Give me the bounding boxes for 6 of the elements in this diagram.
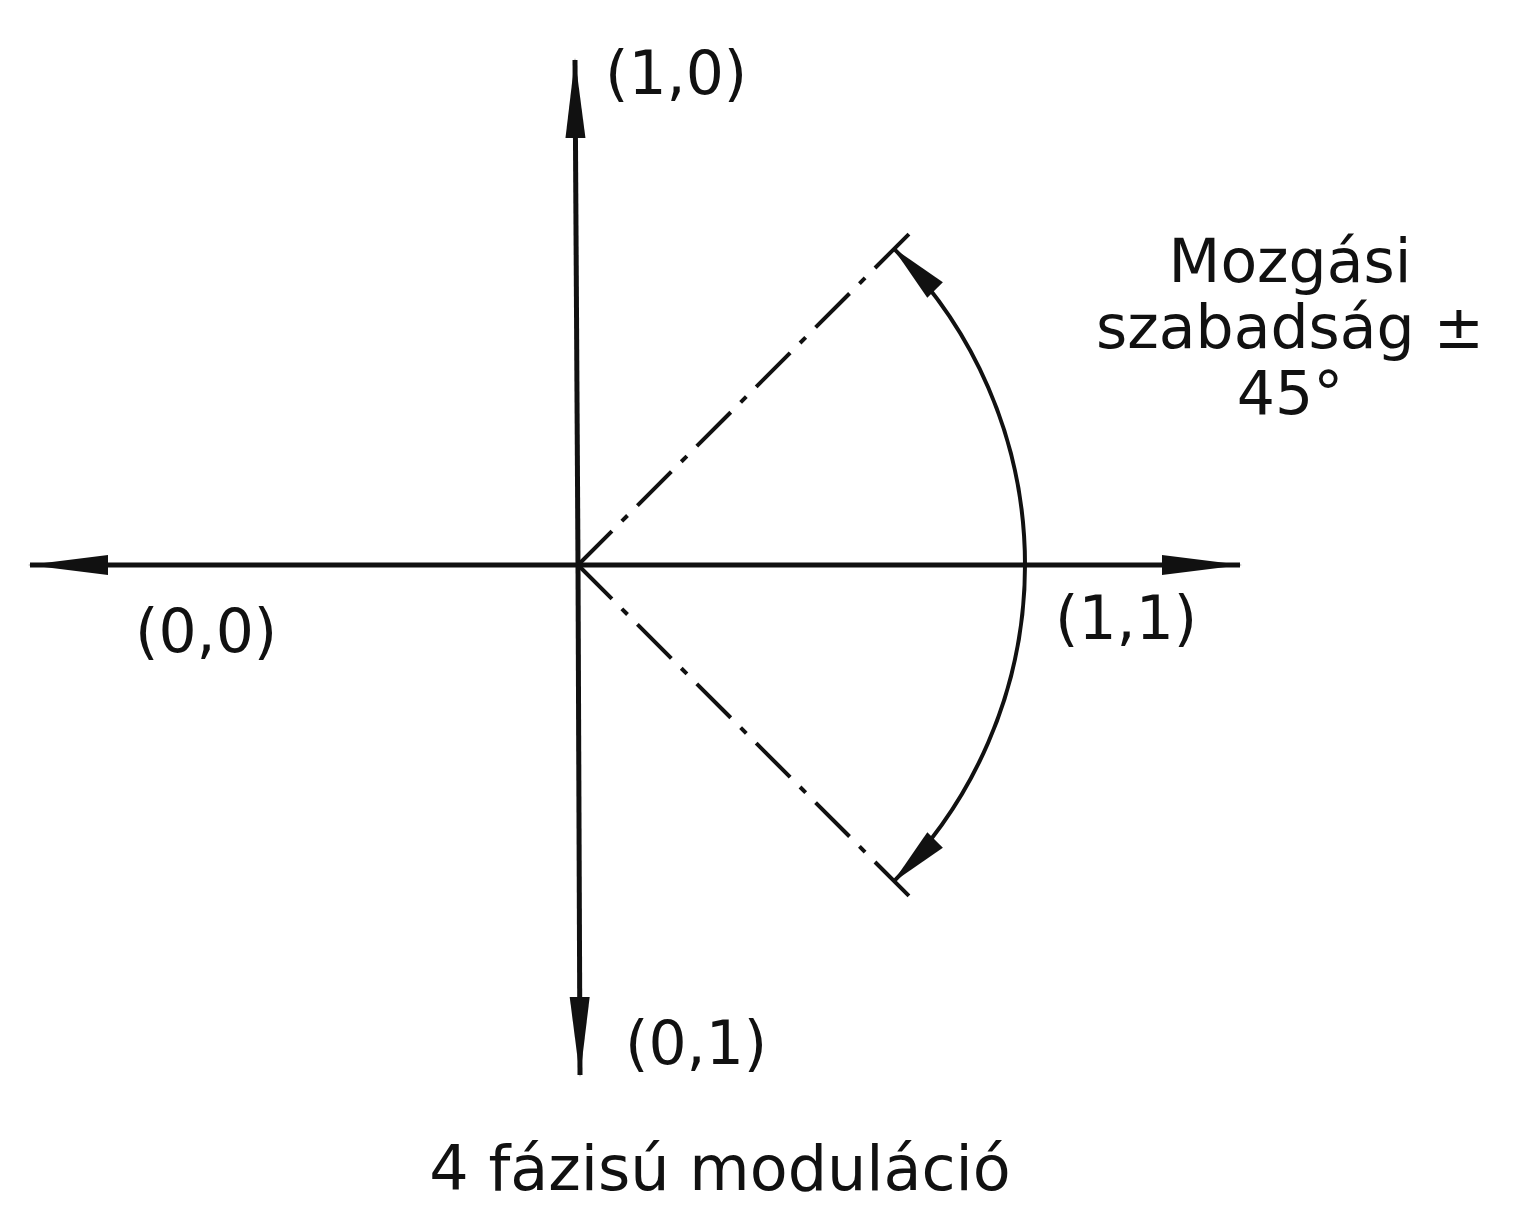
point-label: (1,0)	[605, 40, 748, 106]
caption: 4 fázisú moduláció	[428, 1135, 1012, 1204]
point-label: (0,1)	[625, 1010, 768, 1076]
point-label: (1,1)	[1055, 585, 1198, 651]
annotation-text: Mozgási szabadság ± 45°	[1095, 228, 1485, 426]
point-label: (0,0)	[135, 598, 278, 664]
